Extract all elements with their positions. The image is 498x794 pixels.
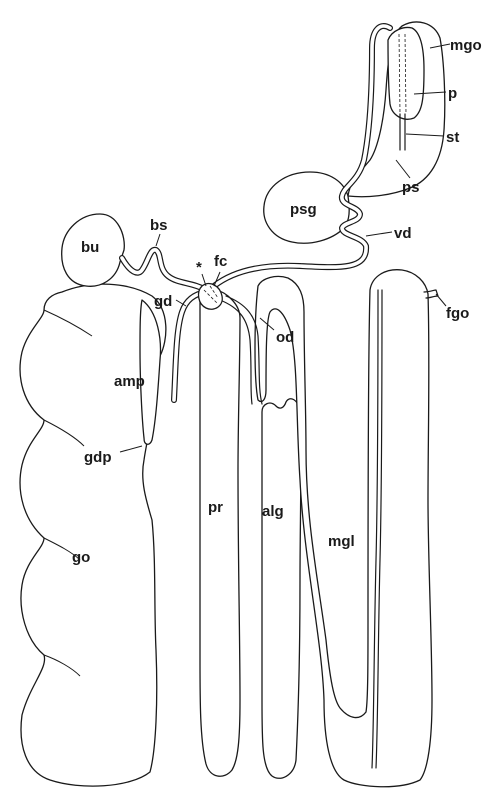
leader-vd [366, 232, 392, 236]
label-go: go [72, 549, 90, 566]
label-amp: amp [114, 373, 145, 390]
label-gd: gd [154, 293, 172, 310]
label-fgo: fgo [446, 305, 469, 322]
leader-fgo [436, 294, 446, 306]
label-psg: psg [290, 201, 317, 218]
label-gdp: gdp [84, 449, 112, 466]
label-p: p [448, 85, 457, 102]
label-pr: pr [208, 499, 223, 516]
label-asterisk: * [196, 259, 202, 276]
label-bu: bu [81, 239, 99, 256]
label-mgl: mgl [328, 533, 355, 550]
label-vd: vd [394, 225, 412, 242]
label-alg: alg [262, 503, 284, 520]
label-bs: bs [150, 217, 168, 234]
label-od: od [276, 329, 294, 346]
prostate-organ [200, 290, 240, 777]
leader-bs [156, 234, 160, 246]
label-mgo: mgo [450, 37, 482, 54]
fertilization-chamber-organ [199, 284, 223, 310]
label-ps: ps [402, 179, 420, 196]
label-st: st [446, 129, 459, 146]
label-fc: fc [214, 253, 227, 270]
albumen-gland-organ [262, 399, 301, 779]
